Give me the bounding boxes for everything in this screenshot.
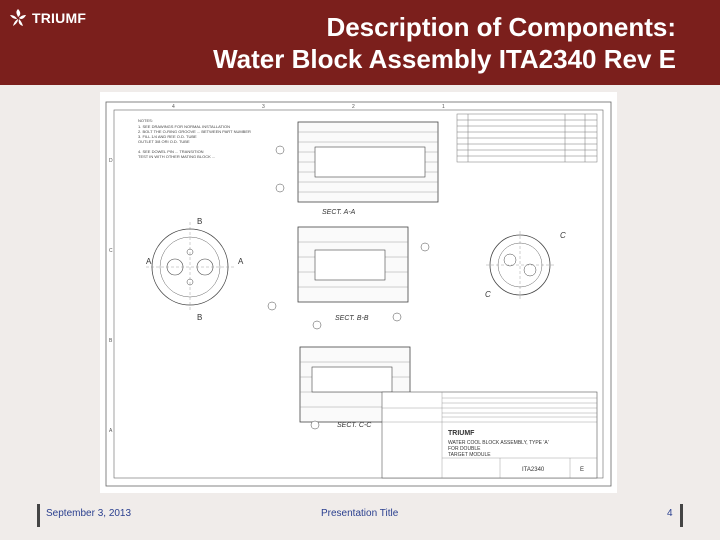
inner-border — [113, 109, 604, 479]
section-b-b-label: SECT. B-B — [335, 315, 369, 322]
title-block-title-line: TARGET MODULE — [448, 452, 491, 458]
footer-divider-left — [37, 504, 40, 527]
title-line-2: Water Block Assembly ITA2340 Rev E — [213, 44, 676, 74]
title-line-1: Description of Components: — [326, 12, 676, 42]
notes-block: NOTES: 1. SEE DRAWINGS FOR NORMAL INSTAL… — [138, 118, 251, 159]
note-line: OUTLET 3/8 ORI O.D. TUBE — [138, 139, 190, 144]
zone-top-label: 3 — [262, 104, 265, 110]
title-block-title-line: FOR DOUBLE — [448, 446, 481, 452]
notes-heading: NOTES: — [138, 118, 153, 123]
title-block-revision: E — [580, 467, 584, 473]
note-line: TEST IN WITH OTHER MATING BLOCK ... — [138, 154, 215, 159]
view-letter: C — [560, 231, 566, 240]
zone-top-label: 2 — [352, 104, 355, 110]
zone-top-label: 4 — [172, 104, 175, 110]
title-block-company: TRIUMF — [448, 430, 475, 437]
zone-side-label: A — [109, 428, 113, 434]
section-a-a-label: SECT. A-A — [322, 209, 356, 216]
outer-border — [105, 101, 612, 487]
right-end-view: C C — [485, 231, 566, 299]
triumf-logo: TRIUMF — [7, 6, 86, 30]
header-bar: TRIUMF Description of Components: Water … — [0, 0, 720, 85]
footer-divider-right — [680, 504, 683, 527]
zone-side-label: D — [109, 158, 113, 164]
view-letter: C — [485, 290, 491, 299]
note-line: 2. BOLT THE O-RING GROOVE ... BETWEEN PA… — [138, 129, 251, 134]
slide-title: Description of Components: Water Block A… — [213, 11, 676, 75]
section-a-a-view: SECT. A-A — [275, 121, 439, 216]
drawing-svg: 4 3 2 1 D C B A NOTES: 1. SEE DRAWINGS F… — [105, 101, 612, 487]
note-line: 3. FILL 1/4 AND REE O.D. TUBE — [138, 134, 197, 139]
footer-presentation-title: Presentation Title — [321, 508, 399, 519]
left-end-view: B B A A — [146, 217, 244, 322]
footer-page-number: 4 — [667, 508, 673, 519]
engineering-drawing: 4 3 2 1 D C B A NOTES: 1. SEE DRAWINGS F… — [100, 92, 617, 493]
zone-side-label: C — [109, 248, 113, 254]
triumf-swirl-icon — [10, 9, 26, 26]
footer-date: September 3, 2013 — [46, 508, 132, 519]
note-line: 4. SEE DOWEL PIN ... TRANSITION — [138, 149, 204, 154]
view-letter: B — [197, 313, 202, 322]
logo-text: TRIUMF — [32, 10, 87, 26]
title-block-title-line: WATER COOL BLOCK ASSEMBLY, TYPE 'A' — [448, 440, 549, 446]
view-letter: A — [238, 257, 244, 266]
view-letter: B — [197, 217, 202, 226]
note-line: 1. SEE DRAWINGS FOR NORMAL INSTALLATION — [138, 124, 230, 129]
title-block: TRIUMF WATER COOL BLOCK ASSEMBLY, TYPE '… — [381, 391, 598, 479]
zone-side-label: B — [109, 338, 113, 344]
title-block-drawing-number: ITA2340 — [522, 467, 545, 473]
view-letter: A — [146, 257, 152, 266]
section-c-c-label: SECT. C-C — [337, 422, 372, 429]
section-b-b-view: SECT. B-B — [267, 226, 430, 322]
zone-top-label: 1 — [442, 104, 445, 110]
parts-list-table — [456, 113, 598, 163]
